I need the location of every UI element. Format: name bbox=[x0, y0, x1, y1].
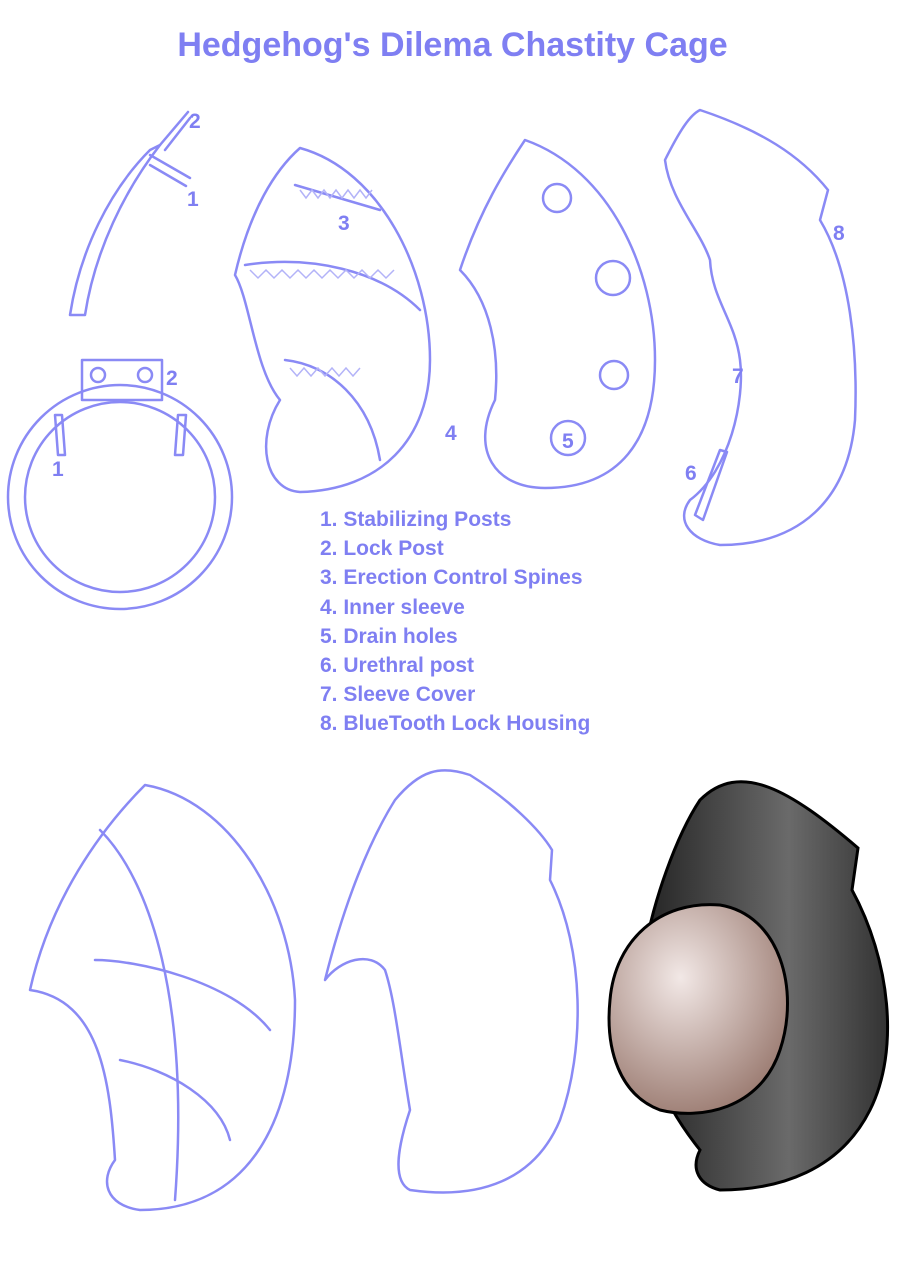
legend-item: 5. Drain holes bbox=[320, 624, 458, 648]
callout-2-lock-post: 2 bbox=[189, 110, 201, 133]
legend-item: 4. Inner sleeve bbox=[320, 595, 465, 619]
callout-1-stabilizing-posts: 1 bbox=[187, 188, 199, 211]
callout-8-lock-housing: 8 bbox=[833, 222, 845, 245]
callout-5-drain-holes: 5 bbox=[562, 430, 574, 453]
legend-item: 8. BlueTooth Lock Housing bbox=[320, 712, 591, 736]
base-ring-sketch bbox=[6, 358, 234, 611]
callout-3-spines: 3 bbox=[338, 212, 350, 235]
diagram-title: Hedgehog's Dilema Chastity Cage bbox=[177, 26, 728, 64]
legend-item: 6. Urethral post bbox=[320, 653, 475, 677]
legend-item: 1. Stabilizing Posts bbox=[320, 508, 512, 531]
drain-hole-sleeve-sketch bbox=[458, 138, 657, 490]
assembled-cover-sketch bbox=[323, 769, 579, 1194]
callout-2-ring-lock-post: 2 bbox=[166, 367, 178, 390]
stabilizing-posts-sketch bbox=[68, 110, 192, 317]
callout-7-sleeve-cover: 7 bbox=[732, 365, 744, 388]
callout-6-urethral-post: 6 bbox=[685, 462, 697, 485]
inner-sleeve-sketch bbox=[233, 146, 432, 494]
callout-1-ring-posts: 1 bbox=[52, 458, 64, 481]
legend-item: 3. Erection Control Spines bbox=[320, 566, 583, 590]
assembled-cage-sketch bbox=[28, 783, 297, 1212]
legend-item: 7. Sleeve Cover bbox=[320, 683, 476, 707]
parts-legend: 1. Stabilizing Posts 2. Lock Post 3. Ere… bbox=[320, 505, 590, 739]
callout-4-inner-sleeve: 4 bbox=[445, 422, 457, 445]
sleeve-cover-sketch bbox=[663, 108, 857, 547]
rendered-cage bbox=[607, 780, 890, 1192]
legend-item: 2. Lock Post bbox=[320, 537, 444, 561]
